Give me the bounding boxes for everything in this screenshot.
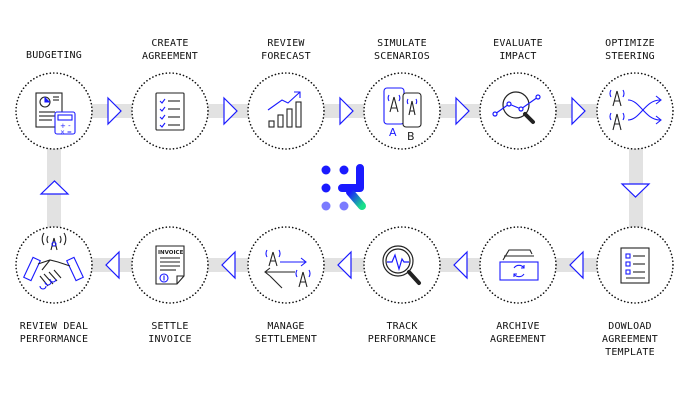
template-document-icon [620,247,650,284]
step-circle [247,226,325,304]
arrow-left-icon [221,250,236,280]
arrow-left-icon [105,250,120,280]
brand-logo [321,164,366,211]
arrow-right-icon [339,96,354,126]
magnifier-graph-icon [492,91,541,124]
step-label-create-agreement: CREATE AGREEMENT [142,38,198,62]
arrow-right-icon [107,96,122,126]
step-label-evaluate-impact: EVALUATE IMPACT [493,38,543,62]
svg-text:× =: × = [60,129,72,136]
arrow-right-icon [571,96,586,126]
arrow-left-icon [569,250,584,280]
step-label-manage-settlement: MANAGE SETTLEMENT [254,321,318,345]
tower-steering-arrows-icon [609,89,662,131]
invoice-title-mark: INVOICE [158,250,184,256]
step-circle [596,72,674,150]
step-label-download-agreement-template: DOWLOAD AGREEMENT TEMPLATE [602,321,658,358]
ab-phone-tower-icon: A B [383,87,422,143]
invoice-icon: INVOICE [155,245,185,285]
arrow-left-icon [337,250,352,280]
arrow-right-icon [455,96,470,126]
step-circle [15,226,93,304]
towers-exchange-icon [264,249,311,289]
budget-calculator-icon: + - × = [35,92,76,136]
step-label-budgeting: BUDGETING [26,50,82,61]
bar-chart-trend-icon [267,91,302,128]
arrow-down-icon [620,183,651,198]
step-label-review-deal-performance: REVIEW DEAL PERFORMANCE [19,321,89,345]
scenario-b-mark: B [407,130,415,143]
scenario-a-mark: A [389,126,397,139]
step-label-track-performance: TRACK PERFORMANCE [367,321,437,345]
step-label-settle-invoice: SETTLE INVOICE [148,321,192,345]
step-circle [247,72,325,150]
arrow-up-icon [39,180,70,195]
step-label-review-forecast: REVIEW FORECAST [261,38,311,62]
step-label-archive-agreement: ARCHIVE AGREEMENT [490,321,546,345]
handshake-tower-icon [22,232,85,290]
checklist-icon [155,92,185,131]
svg-text:+ -: + - [60,122,71,130]
arrow-left-icon [453,250,468,280]
arrow-right-icon [223,96,238,126]
step-label-optimize-steering: OPTIMIZE STEERING [605,38,655,62]
magnifier-pulse-icon [382,245,421,285]
archive-box-icon [499,249,539,281]
step-label-simulate-scenarios: SIMULATE SCENARIOS [374,38,430,62]
